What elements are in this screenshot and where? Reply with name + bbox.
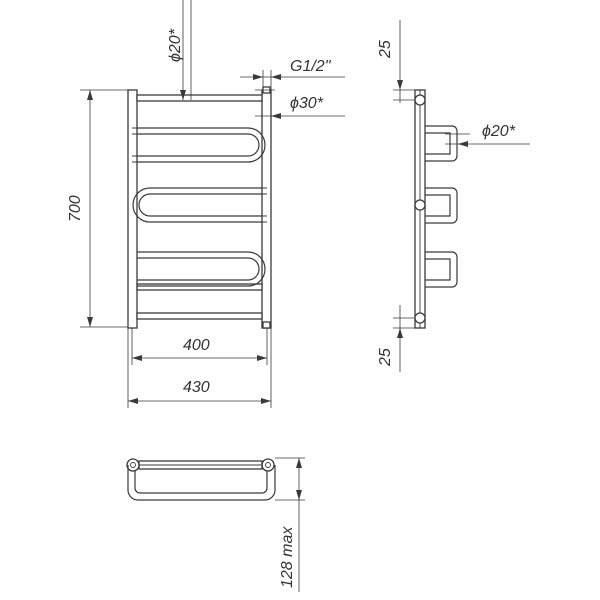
top-right-fitting	[261, 458, 275, 472]
side-rung-lower	[425, 251, 458, 288]
arrow-height-bottom	[87, 317, 93, 327]
coil-middle	[132, 187, 262, 223]
label-d20-top: ϕ20*	[167, 28, 184, 62]
rung-mid	[136, 283, 263, 291]
side-mid-fitting	[414, 199, 426, 211]
side-rung-upper	[425, 125, 458, 162]
arrow-thread-left	[253, 74, 263, 80]
arrow-center-left	[132, 355, 142, 361]
arrow-offset-top	[397, 80, 403, 90]
top-view: 128 max	[126, 457, 305, 592]
arrow-width-left	[128, 398, 138, 404]
side-bottom-fitting	[414, 312, 426, 324]
label-center-distance: 400	[183, 337, 210, 354]
top-loop-inner	[134, 471, 268, 494]
label-depth: 128 max	[279, 526, 296, 588]
top-right-fitting-inner	[265, 462, 271, 468]
arrow-width-right	[261, 398, 271, 404]
arrow-depth-bottom	[296, 490, 302, 500]
coil-upper	[137, 127, 266, 163]
arrow-thread-right	[271, 74, 281, 80]
arrow-d20-top	[180, 90, 186, 100]
label-thread: G1/2"	[290, 58, 332, 75]
coil-upper-end	[132, 127, 138, 163]
label-d20-side: ϕ20*	[482, 123, 516, 140]
right-riser	[261, 89, 272, 329]
right-bottom-cap	[262, 321, 271, 329]
top-loop-outer	[127, 465, 276, 501]
arrow-height-top	[87, 90, 93, 100]
top-left-fitting	[126, 458, 140, 472]
side-view: ϕ20* 25 25	[377, 20, 530, 372]
arrow-center-right	[257, 355, 267, 361]
rung-top	[136, 94, 263, 102]
label-d30: ϕ30*	[290, 95, 324, 112]
arrow-depth-top	[296, 458, 302, 468]
left-riser	[127, 89, 138, 329]
coil-middle-end	[261, 187, 267, 223]
side-top-fitting	[414, 94, 426, 106]
top-left-fitting-inner	[130, 462, 136, 468]
label-offset-top: 25	[377, 40, 394, 59]
label-offset-bottom: 25	[377, 348, 394, 367]
arrow-d20-side	[458, 141, 468, 147]
label-width: 430	[183, 379, 210, 396]
front-view: ϕ20* G1/2" ϕ30* 700 400 430	[67, 0, 345, 408]
label-height: 700	[67, 195, 84, 222]
side-rung-middle	[425, 187, 458, 224]
rung-bottom	[136, 312, 263, 320]
arrow-offset-bottom	[397, 328, 403, 338]
arrow-d30	[271, 113, 281, 119]
coil-lower	[137, 251, 266, 287]
